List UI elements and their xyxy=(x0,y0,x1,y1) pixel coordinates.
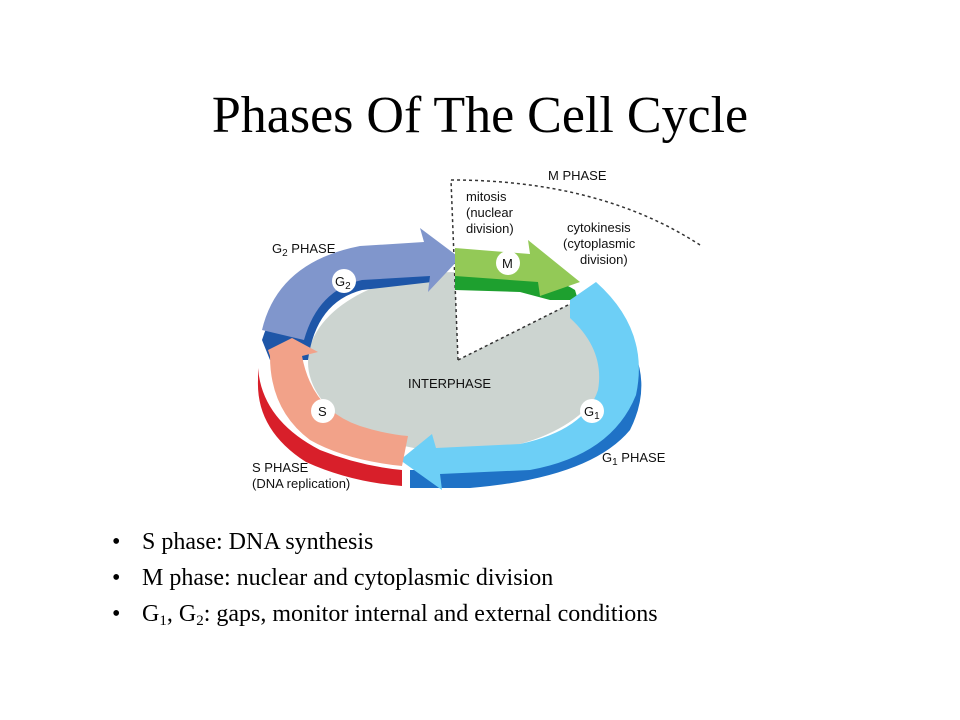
bullet-dot: • xyxy=(112,601,121,627)
interphase-label: INTERPHASE xyxy=(408,376,491,391)
mitosis-line-1: mitosis xyxy=(466,189,507,204)
bullet-g2: G xyxy=(178,601,197,627)
cytokinesis-line-2: (cytoplasmic xyxy=(563,236,636,251)
g1-arrow xyxy=(400,282,639,490)
g1-phase-label: G1 PHASE xyxy=(602,450,666,468)
mitosis-line-3: division) xyxy=(466,221,514,236)
m-tag-circle xyxy=(496,251,520,275)
g2-phase-label: G2 PHASE xyxy=(272,241,336,259)
g1-tag-circle xyxy=(580,399,604,423)
bullet-dot: • xyxy=(112,565,121,591)
m-phase-arc xyxy=(450,179,701,246)
bullet-item: •G1, G2: gaps, monitor internal and exte… xyxy=(112,600,658,636)
m-phase-wedge xyxy=(451,180,700,360)
m-tag: M xyxy=(502,256,513,271)
cytokinesis-line-3: division) xyxy=(580,252,628,267)
bullet-text: M phase: nuclear and cytoplasmic divisio… xyxy=(142,565,554,591)
slide-title: Phases Of The Cell Cycle xyxy=(211,87,749,144)
s-tag-circle xyxy=(311,399,335,423)
g2-tag-circle xyxy=(332,269,356,293)
mitosis-line-2: (nuclear xyxy=(466,205,514,220)
g2-arrow xyxy=(262,228,460,340)
s-tag: S xyxy=(318,404,327,419)
bullet-text: : gaps, monitor internal and external co… xyxy=(203,601,658,627)
g1-tag: G1 xyxy=(584,404,600,422)
bullet-item: • M phase: nuclear and cytoplasmic divisi… xyxy=(112,564,658,600)
m-phase-wedge-outline-2 xyxy=(457,299,579,361)
g2-tag: G2 xyxy=(335,274,351,292)
bullet-g1: G xyxy=(142,601,160,627)
s-arrow xyxy=(268,338,408,466)
m-phase-wedge-outline xyxy=(450,179,459,361)
m-phase-label: M PHASE xyxy=(548,168,607,183)
bullet-g1-sub: 1 xyxy=(159,613,167,629)
bullet-item: • S phase: DNA synthesis xyxy=(112,528,658,564)
bullet-text: S phase: DNA synthesis xyxy=(142,529,374,555)
bullet-list: • S phase: DNA synthesis • M phase: nuclea… xyxy=(112,528,658,636)
s-phase-label-1: S PHASE xyxy=(252,460,309,475)
bullet-dot: • xyxy=(112,529,121,555)
cytokinesis-line-1: cytokinesis xyxy=(567,220,631,235)
bullet-sep: , xyxy=(166,601,179,627)
s-phase-label-2: (DNA replication) xyxy=(252,476,350,491)
bullet-g2-sub: 2 xyxy=(196,613,204,629)
s-arrow-side xyxy=(257,368,402,486)
